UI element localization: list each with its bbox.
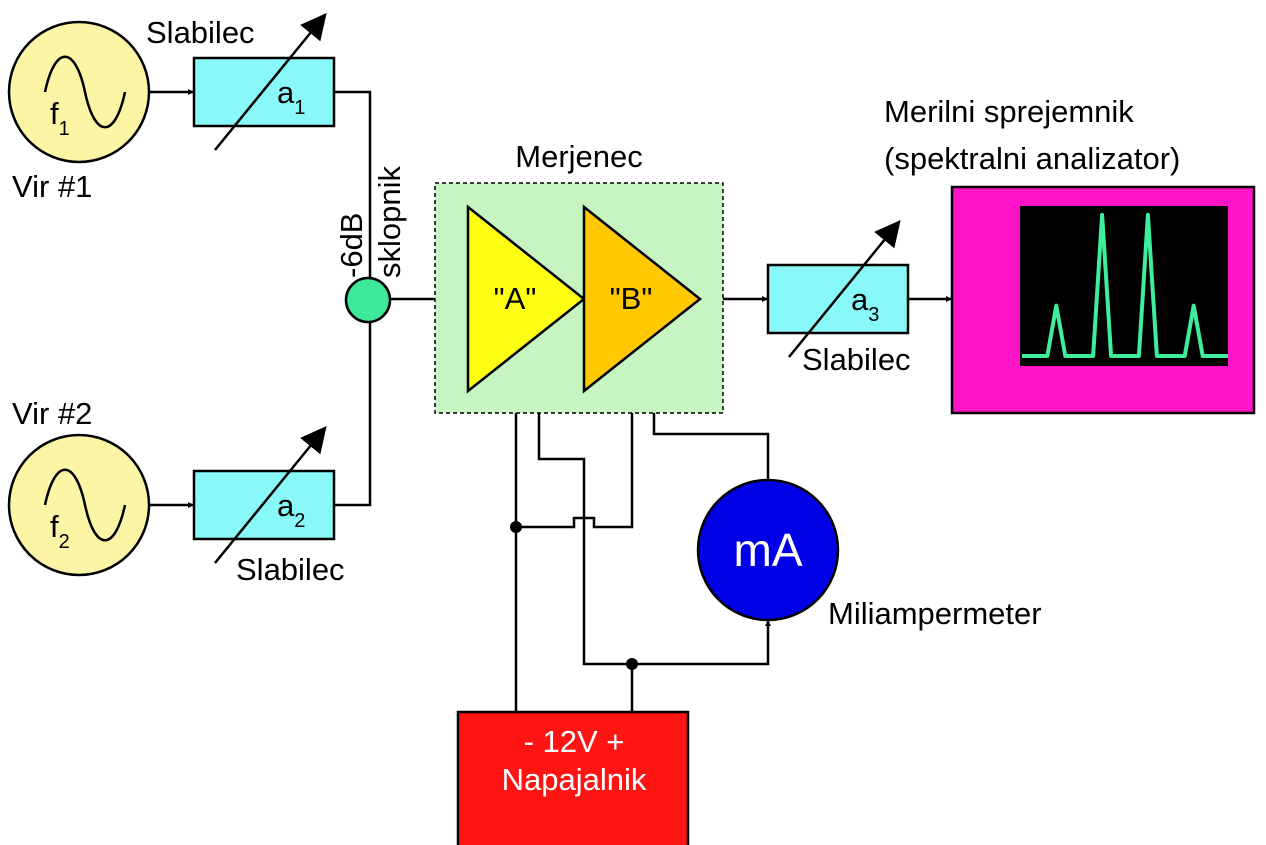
attenuator-2-label: Slabilec: [236, 552, 345, 587]
svg-text:a2: a2: [277, 488, 305, 532]
milliammeter-circle: [696, 478, 840, 622]
sine-wave-icon: [43, 55, 127, 129]
attenuator-1-symbol: a: [277, 75, 295, 110]
attenuator-2: a2 Slabilec: [192, 425, 345, 587]
amplifier-a-triangle: [466, 204, 587, 394]
source-2: f2 Vir #2: [7, 396, 151, 577]
wire-negative-to-amp-b: [516, 363, 635, 529]
power-supply-label: Napajalnik: [502, 762, 647, 797]
coupler-loss-label: -6dB: [334, 213, 369, 278]
source-1: f1 Vir #1: [7, 20, 151, 204]
power-supply-voltage: - 12V +: [524, 724, 625, 759]
junction-dot-negative: [510, 521, 522, 533]
wire-positive-to-meter: [632, 620, 771, 666]
attenuator-1-label: Slabilec: [146, 15, 255, 50]
attenuator-3-label: Slabilec: [802, 342, 911, 377]
device-under-test: Merjenec "A" "B": [434, 139, 724, 414]
spectrum-trace: [1022, 212, 1228, 358]
wire-positive-to-amp-a: [536, 336, 632, 666]
amplifier-a-label: "A": [494, 281, 537, 316]
attenuator-2-symbol: a: [277, 488, 295, 523]
power-supply: - 12V + Napajalnik: [456, 710, 690, 845]
source-1-label: Vir #1: [12, 169, 92, 204]
coupler: -6dB sklopnik: [334, 166, 407, 324]
wire-att2-to-coupler: [334, 320, 372, 507]
variable-arrow-icon: [214, 12, 327, 151]
amplifier-b-triangle: [582, 204, 703, 394]
wire-att1-to-coupler: [334, 90, 372, 280]
coupler-label: sklopnik: [372, 166, 407, 278]
attenuator-2-box: [192, 469, 336, 541]
svg-text:a3: a3: [851, 282, 879, 326]
svg-text:a1: a1: [277, 75, 305, 119]
attenuator-3-box: [766, 263, 910, 335]
variable-arrow-icon: [788, 219, 901, 358]
variable-arrow-icon: [214, 425, 327, 564]
attenuator-1-box: [192, 56, 336, 128]
source-2-freq-index: 2: [59, 531, 70, 553]
analyzer-subtitle: (spektralni analizator): [884, 141, 1180, 176]
svg-text:f1: f1: [50, 96, 70, 140]
device-under-test-title: Merjenec: [515, 139, 643, 174]
amplifier-b-label: "B": [610, 281, 653, 316]
attenuator-3-symbol: a: [851, 282, 869, 317]
analyzer-screen: [1020, 206, 1228, 366]
source-1-freq-index: 1: [59, 118, 70, 140]
power-supply-box: [456, 710, 690, 845]
coupler-circle: [344, 276, 392, 324]
sine-wave-icon: [43, 468, 127, 542]
attenuator-3-index: 3: [868, 304, 879, 326]
milliammeter-label: Miliampermeter: [828, 596, 1042, 631]
attenuator-2-index: 2: [294, 510, 305, 532]
svg-text:f2: f2: [50, 509, 70, 553]
attenuator-1: a1 Slabilec: [146, 12, 336, 151]
junction-dot-positive: [626, 658, 638, 670]
source-2-label: Vir #2: [12, 396, 92, 431]
analyzer-title: Merilni sprejemnik: [884, 94, 1134, 129]
source-2-circle: [7, 433, 151, 577]
source-2-freq: f: [50, 509, 59, 544]
source-1-circle: [7, 20, 151, 164]
spectrum-analyzer: Merilni sprejemnik (spektralni analizato…: [884, 94, 1256, 415]
source-1-freq: f: [50, 96, 59, 131]
attenuator-3: a3 Slabilec: [766, 219, 911, 377]
attenuator-1-index: 1: [294, 97, 305, 119]
milliammeter-symbol: mA: [734, 524, 803, 576]
milliammeter: mA Miliampermeter: [696, 478, 1042, 631]
